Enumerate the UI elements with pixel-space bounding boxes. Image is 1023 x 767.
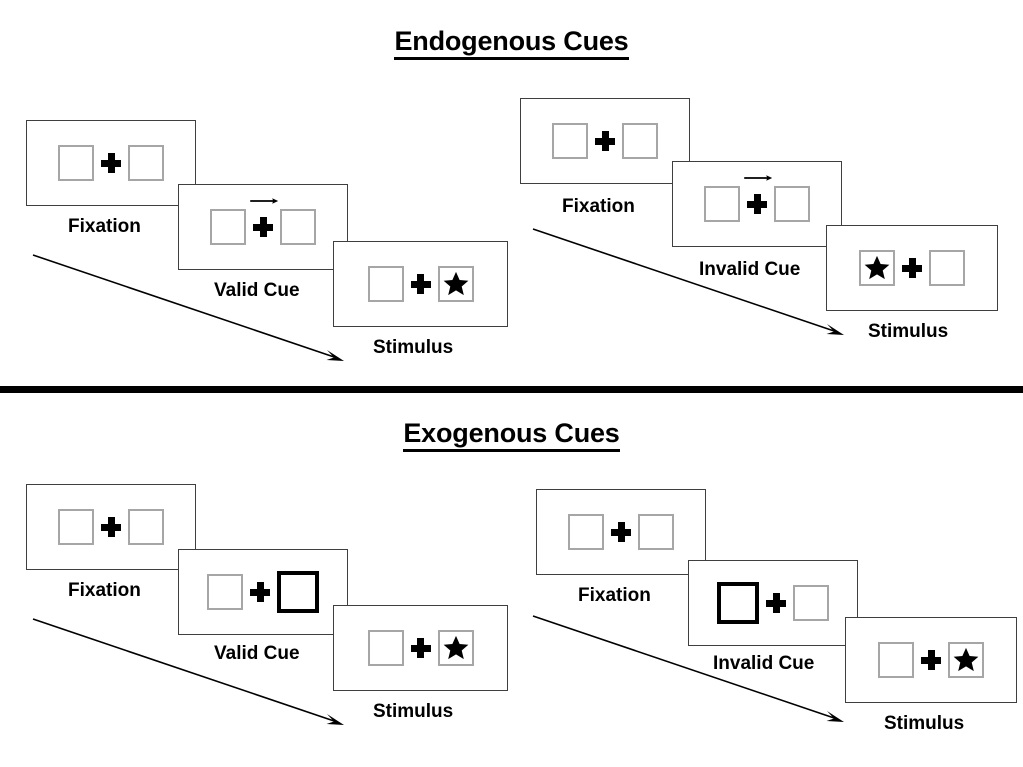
panel-caption-endogenous-invalid-cue: Invalid Cue xyxy=(699,259,801,280)
panel-content xyxy=(717,582,829,624)
trial-panel-exogenous-invalid-cue xyxy=(688,560,858,646)
panel-caption-endogenous-valid-cue: Valid Cue xyxy=(214,280,300,301)
plus-icon xyxy=(604,514,638,550)
section-title-exogenous: Exogenous Cues xyxy=(0,418,1023,452)
arrow-right-icon xyxy=(250,198,279,204)
placeholder-box-right-target xyxy=(437,266,474,302)
plus-icon xyxy=(740,175,774,222)
placeholder-box-left xyxy=(878,642,914,678)
star-icon xyxy=(443,635,468,660)
placeholder-box-right-target xyxy=(437,630,474,666)
panel-content xyxy=(878,642,984,678)
panel-content xyxy=(704,175,810,222)
trial-panel-exogenous-valid-fixation xyxy=(26,484,196,570)
panel-content xyxy=(552,123,658,159)
trial-panel-endogenous-valid-stimulus xyxy=(333,241,508,327)
placeholder-box-left xyxy=(367,266,404,302)
placeholder-box-left xyxy=(58,145,94,181)
panel-caption-exogenous-valid-stimulus: Stimulus xyxy=(373,701,454,722)
panel-content xyxy=(207,571,319,613)
trial-panel-endogenous-invalid-cue xyxy=(672,161,842,247)
placeholder-box-right xyxy=(929,250,965,286)
section-title-exogenous-text: Exogenous Cues xyxy=(403,418,620,452)
section-title-endogenous-text: Endogenous Cues xyxy=(394,26,629,60)
cued-box-left xyxy=(717,582,759,624)
trial-panel-exogenous-valid-cue xyxy=(178,549,348,635)
placeholder-box-right-target xyxy=(948,642,984,678)
placeholder-box-right xyxy=(128,145,164,181)
trial-panel-endogenous-invalid-stimulus xyxy=(826,225,998,311)
panel-caption-endogenous-valid-fixation: Fixation xyxy=(68,216,141,237)
plus-icon xyxy=(895,250,929,286)
trial-panel-exogenous-valid-stimulus xyxy=(333,605,508,691)
trial-panel-exogenous-invalid-fixation xyxy=(536,489,706,575)
panel-caption-endogenous-valid-stimulus: Stimulus xyxy=(373,337,454,358)
section-title-endogenous: Endogenous Cues xyxy=(0,26,1023,60)
panel-content xyxy=(859,250,965,286)
plus-icon xyxy=(759,585,793,621)
trial-panel-endogenous-valid-cue xyxy=(178,184,348,270)
plus-icon xyxy=(243,574,277,610)
panel-caption-exogenous-valid-fixation: Fixation xyxy=(68,580,141,601)
star-icon xyxy=(443,271,468,296)
placeholder-box-left xyxy=(367,630,404,666)
trial-panel-endogenous-invalid-fixation xyxy=(520,98,690,184)
plus-icon xyxy=(94,145,128,181)
panel-caption-endogenous-invalid-stimulus: Stimulus xyxy=(868,321,949,342)
placeholder-box-right xyxy=(622,123,658,159)
placeholder-box-left xyxy=(210,209,246,245)
cued-box-right xyxy=(277,571,319,613)
placeholder-box-right xyxy=(793,585,829,621)
panel-content xyxy=(58,145,164,181)
panel-content xyxy=(367,266,474,302)
placeholder-box-right xyxy=(774,186,810,222)
plus-icon xyxy=(94,509,128,545)
placeholder-box-left xyxy=(207,574,243,610)
placeholder-box-left-target xyxy=(859,250,895,286)
placeholder-box-left xyxy=(568,514,604,550)
plus-icon xyxy=(404,630,438,666)
plus-icon xyxy=(914,642,948,678)
panel-caption-exogenous-invalid-fixation: Fixation xyxy=(578,585,651,606)
panel-content xyxy=(58,509,164,545)
placeholder-box-right xyxy=(638,514,674,550)
plus-icon xyxy=(404,266,438,302)
panel-content xyxy=(568,514,674,550)
placeholder-box-left xyxy=(704,186,740,222)
star-icon xyxy=(953,647,979,672)
panel-caption-exogenous-valid-cue: Valid Cue xyxy=(214,643,300,664)
arrow-right-icon xyxy=(744,175,773,181)
panel-caption-exogenous-invalid-cue: Invalid Cue xyxy=(713,653,815,674)
star-icon xyxy=(864,255,890,280)
panel-caption-exogenous-invalid-stimulus: Stimulus xyxy=(884,713,965,734)
plus-icon xyxy=(246,198,280,245)
placeholder-box-left xyxy=(552,123,588,159)
panel-caption-endogenous-invalid-fixation: Fixation xyxy=(562,196,635,217)
placeholder-box-left xyxy=(58,509,94,545)
panel-content xyxy=(210,198,316,245)
section-divider xyxy=(0,386,1023,393)
placeholder-box-right xyxy=(128,509,164,545)
plus-icon xyxy=(588,123,622,159)
trial-panel-endogenous-valid-fixation xyxy=(26,120,196,206)
placeholder-box-right xyxy=(280,209,316,245)
panel-content xyxy=(367,630,474,666)
trial-panel-exogenous-invalid-stimulus xyxy=(845,617,1017,703)
